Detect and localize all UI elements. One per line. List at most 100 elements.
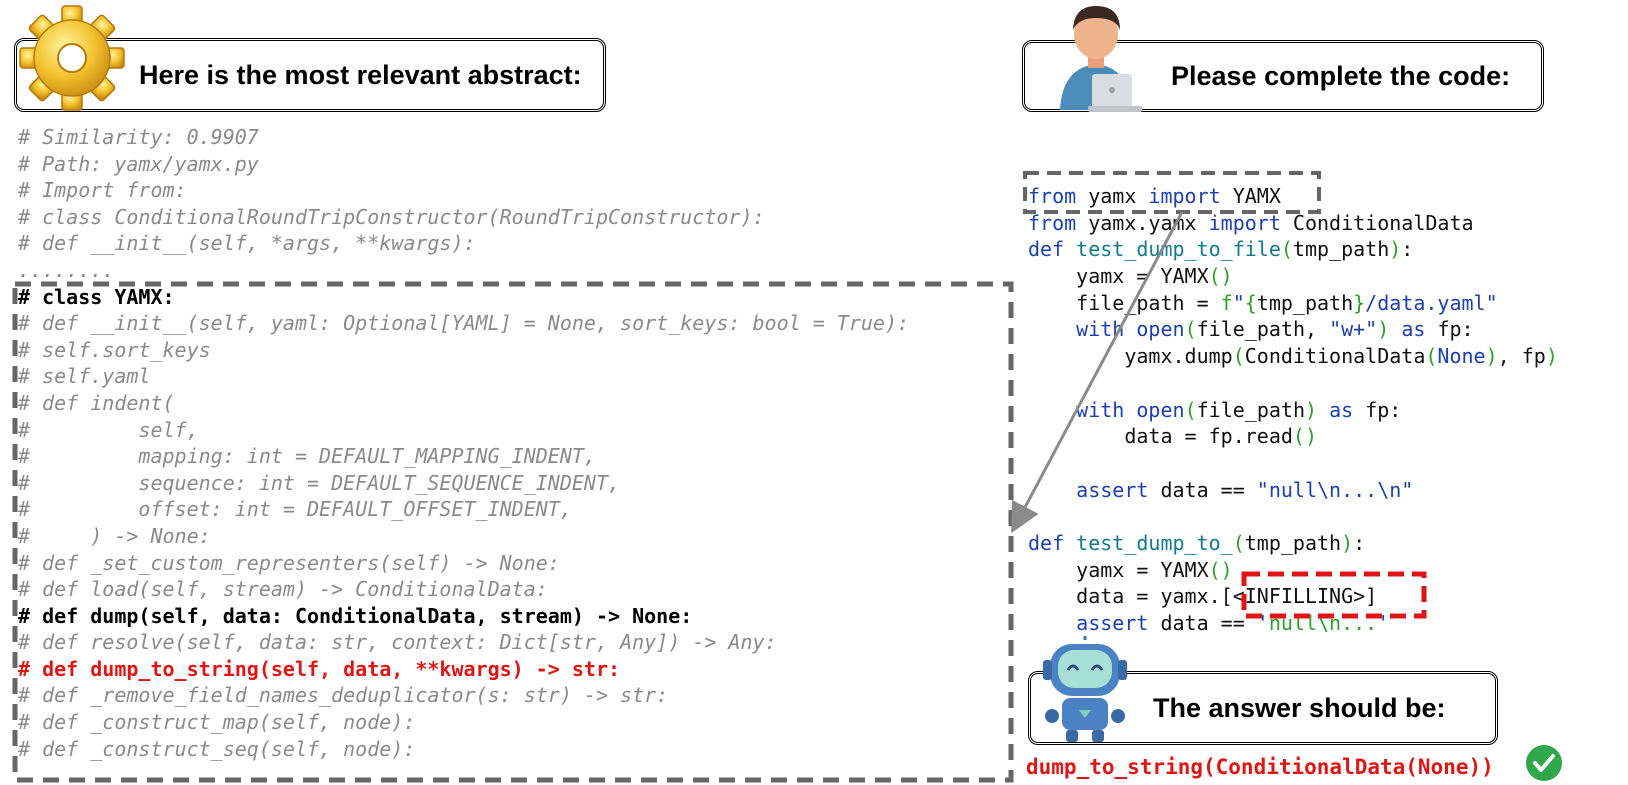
abstract-line: # self.sort_keys <box>18 337 211 362</box>
code-token: tmp_path <box>1256 290 1354 315</box>
code-line: assert data == 'null\n...' <box>1028 610 1558 637</box>
code-token: "null\n...\n" <box>1256 477 1414 502</box>
code-token: ( <box>1184 397 1197 422</box>
code-token: : <box>1353 530 1366 555</box>
abstract-line: # def _construct_map(self, node): <box>18 710 416 735</box>
code-token: file_path <box>1196 397 1305 422</box>
abstract-line: # class ConditionalRoundTripConstructor(… <box>18 204 765 229</box>
code-token: from <box>1028 210 1077 235</box>
code-token <box>1124 398 1136 422</box>
code-token: , fp <box>1497 344 1546 369</box>
code-token: fp: <box>1353 397 1402 422</box>
code-token: tmp_path <box>1292 237 1390 262</box>
abstract-code-block: # Similarity: 0.9907# Path: yamx/yamx.py… <box>18 124 909 762</box>
code-token: yamx <box>1076 184 1149 208</box>
code-token: null\n... <box>1268 611 1378 635</box>
code-line: from yamx.yamx import ConditionalData <box>1028 210 1558 237</box>
abstract-line: # def _remove_field_names_deduplicator(s… <box>18 683 669 708</box>
code-line <box>1028 503 1558 530</box>
code-token: test_dump_to_ <box>1076 530 1233 555</box>
code-token: ) <box>1389 237 1402 262</box>
code-token: () <box>1292 424 1317 449</box>
abstract-line: ........ <box>18 257 115 282</box>
code-token: import <box>1148 184 1221 208</box>
abstract-line: # def __init__(self, yaml: Optional[YAML… <box>18 311 910 336</box>
code-token: ) <box>1485 344 1498 369</box>
code-token: assert <box>1076 477 1149 502</box>
abstract-line: # def resolve(self, data: str, context: … <box>18 630 777 655</box>
code-line <box>1028 370 1558 397</box>
code-token <box>1028 611 1076 635</box>
abstract-line: # self.yaml <box>18 364 151 389</box>
answer-title-box: The answer should be: <box>1028 671 1498 745</box>
code-token: data = fp.read <box>1028 424 1293 449</box>
answer-text: dump_to_string(ConditionalData(None)) <box>1026 755 1494 779</box>
code-token: open <box>1136 397 1185 422</box>
abstract-line: # self, <box>18 417 199 442</box>
code-token: ' <box>1256 611 1269 635</box>
complete-code-title-box: Please complete the code: <box>1022 40 1544 112</box>
code-token: ) <box>1545 344 1558 369</box>
code-line: data = yamx.[<INFILLING>] <box>1028 583 1558 610</box>
abstract-line: # offset: int = DEFAULT_OFFSET_INDENT, <box>18 497 572 522</box>
code-token <box>1317 398 1329 422</box>
abstract-line: # class YAMX: <box>18 284 175 309</box>
code-token: ' <box>1377 611 1390 635</box>
code-token: () <box>1208 264 1233 289</box>
code-line: with open(file_path) as fp: <box>1028 397 1558 424</box>
code-line <box>1028 450 1558 477</box>
code-token: /data.yaml" <box>1365 290 1498 315</box>
code-token <box>1124 317 1136 341</box>
code-line: def test_dump_to_file(tmp_path): <box>1028 236 1558 263</box>
abstract-line: # Import from: <box>18 178 187 203</box>
code-line: yamx = YAMX() <box>1028 263 1558 290</box>
code-token: yamx = YAMX <box>1028 264 1209 289</box>
code-token: ) <box>1377 317 1390 342</box>
code-token: None <box>1437 344 1486 369</box>
code-token <box>1064 237 1076 261</box>
code-token: open <box>1136 317 1185 342</box>
checkmark-icon <box>1526 745 1562 781</box>
code-token: { <box>1244 290 1257 315</box>
code-token: assert <box>1076 611 1149 635</box>
code-token: data == <box>1148 477 1257 502</box>
code-token: as <box>1401 317 1426 342</box>
code-token <box>1028 317 1076 341</box>
code-token: fp: <box>1425 317 1474 342</box>
code-token: " <box>1232 290 1245 315</box>
code-line: data = fp.read() <box>1028 423 1558 450</box>
code-token: file_path = <box>1028 290 1221 315</box>
code-token: : <box>1401 237 1414 262</box>
abstract-line: # def dump(self, data: ConditionalData, … <box>18 603 693 628</box>
abstract-line: # ) -> None: <box>18 523 211 548</box>
code-token <box>1028 478 1076 502</box>
abstract-line: # mapping: int = DEFAULT_MAPPING_INDENT, <box>18 444 596 469</box>
code-token <box>1064 531 1076 555</box>
abstract-title-box: Here is the most relevant abstract: <box>14 38 606 112</box>
code-token <box>1028 398 1076 422</box>
code-token: with <box>1076 317 1125 342</box>
abstract-line: # def __init__(self, *args, **kwargs): <box>18 231 476 256</box>
code-token: ( <box>1425 344 1438 369</box>
code-token: file_path, <box>1196 317 1330 342</box>
code-token: from <box>1028 184 1077 208</box>
code-token: ConditionalData <box>1244 344 1426 369</box>
code-token: def <box>1028 530 1065 555</box>
code-token: tmp_path <box>1244 530 1342 555</box>
code-line: yamx = YAMX() <box>1028 557 1558 584</box>
code-line: with open(file_path, "w+") as fp: <box>1028 316 1558 343</box>
code-token: ) <box>1341 530 1354 555</box>
code-token: ( <box>1280 237 1293 262</box>
code-token: test_dump_to_file <box>1076 237 1281 262</box>
code-token: } <box>1353 290 1366 315</box>
code-token: import <box>1208 210 1281 235</box>
code-token: ( <box>1184 317 1197 342</box>
code-line: yamx.dump(ConditionalData(None), fp) <box>1028 343 1558 370</box>
code-line: file_path = f"{tmp_path}/data.yaml" <box>1028 290 1558 317</box>
abstract-line: # sequence: int = DEFAULT_SEQUENCE_INDEN… <box>18 470 621 495</box>
complete-code-title: Please complete the code: <box>1171 60 1511 91</box>
code-token: as <box>1329 397 1354 422</box>
abstract-line: # Path: yamx/yamx.py <box>18 151 259 176</box>
code-token: f <box>1220 290 1233 315</box>
